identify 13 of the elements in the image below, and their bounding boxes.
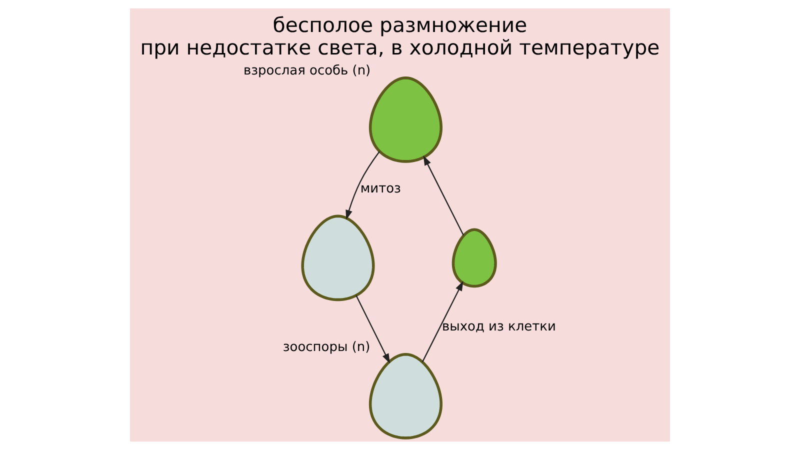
caption: при недостатке света, в холодной температуре bbox=[140, 35, 660, 60]
edge-label: выход из клетки bbox=[442, 319, 556, 334]
node-cell bbox=[452, 228, 497, 288]
edge-label: митоз bbox=[360, 181, 401, 196]
node-label: зооспоры (n) bbox=[282, 340, 370, 355]
arrow bbox=[356, 295, 390, 364]
node-label: взрослая особь (n) bbox=[244, 63, 371, 78]
diagram-title: бесполое размножение bbox=[272, 13, 528, 38]
arrow bbox=[346, 151, 380, 220]
node-cell bbox=[368, 76, 442, 163]
arrow bbox=[422, 281, 464, 362]
node-cell bbox=[301, 214, 375, 302]
arrow bbox=[423, 156, 464, 236]
